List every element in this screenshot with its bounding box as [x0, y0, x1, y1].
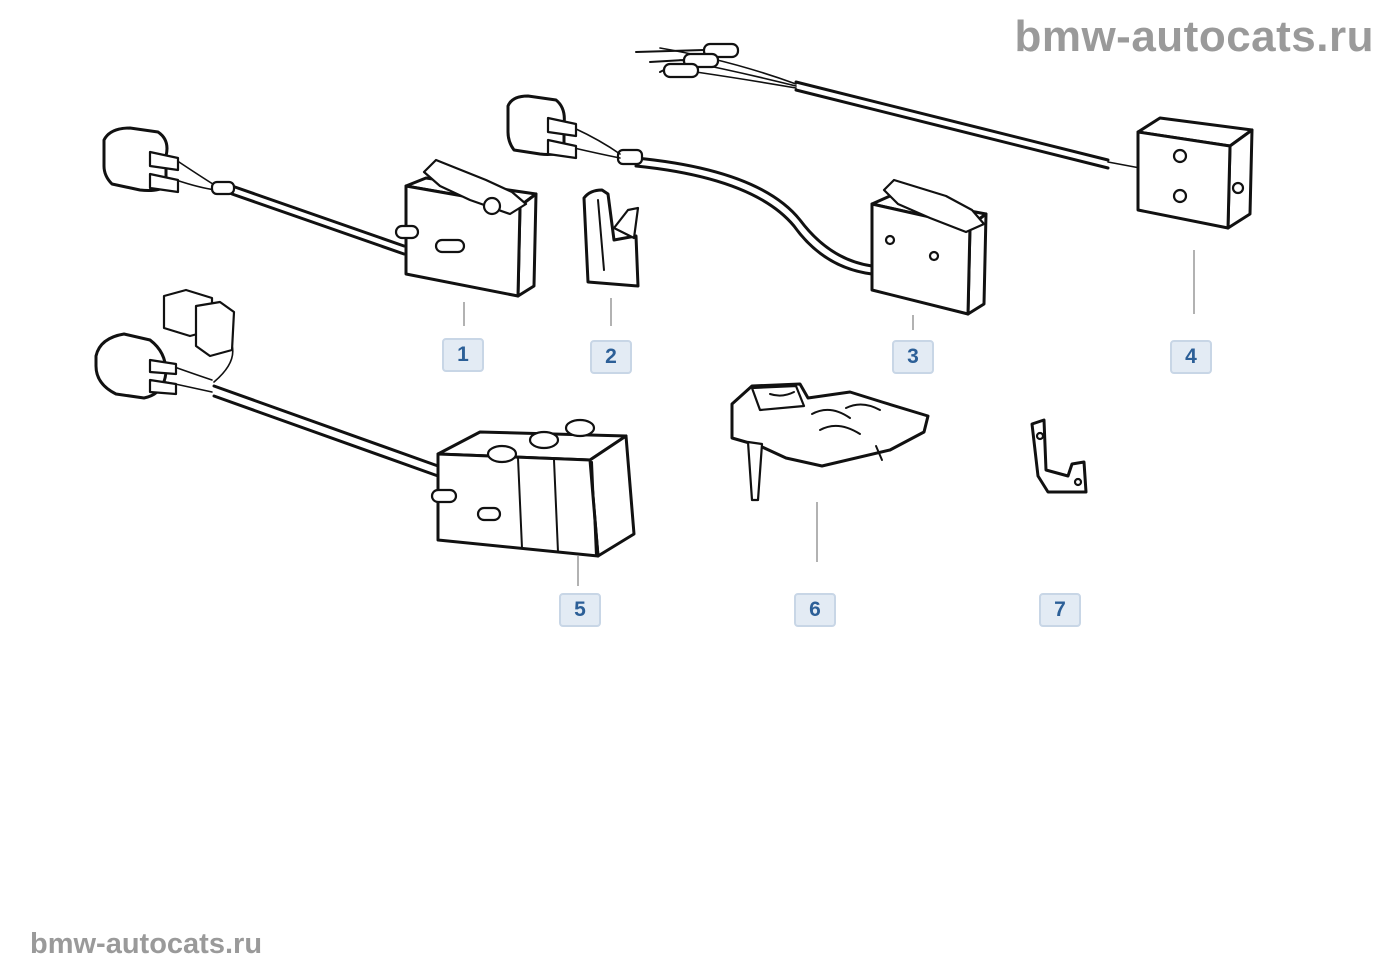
part-5-switch-block	[94, 288, 636, 558]
part-2-clip	[582, 188, 640, 288]
callout-2[interactable]: 2	[590, 340, 632, 374]
callout-4[interactable]: 4	[1170, 340, 1212, 374]
callout-3[interactable]: 3	[892, 340, 934, 374]
part-1-switch	[102, 126, 538, 298]
callout-6[interactable]: 6	[794, 593, 836, 627]
watermark-top: bmw-autocats.ru	[1014, 12, 1374, 61]
part-4-junction-box	[635, 42, 1254, 230]
watermark-bottom: bmw-autocats.ru	[30, 928, 263, 960]
part-6-bracket-plate	[730, 382, 930, 502]
callout-1[interactable]: 1	[442, 338, 484, 372]
callout-7[interactable]: 7	[1039, 593, 1081, 627]
leader-lines	[463, 250, 1195, 586]
part-3-switch	[506, 94, 988, 316]
callout-5[interactable]: 5	[559, 593, 601, 627]
part-7-small-bracket	[1030, 418, 1088, 494]
